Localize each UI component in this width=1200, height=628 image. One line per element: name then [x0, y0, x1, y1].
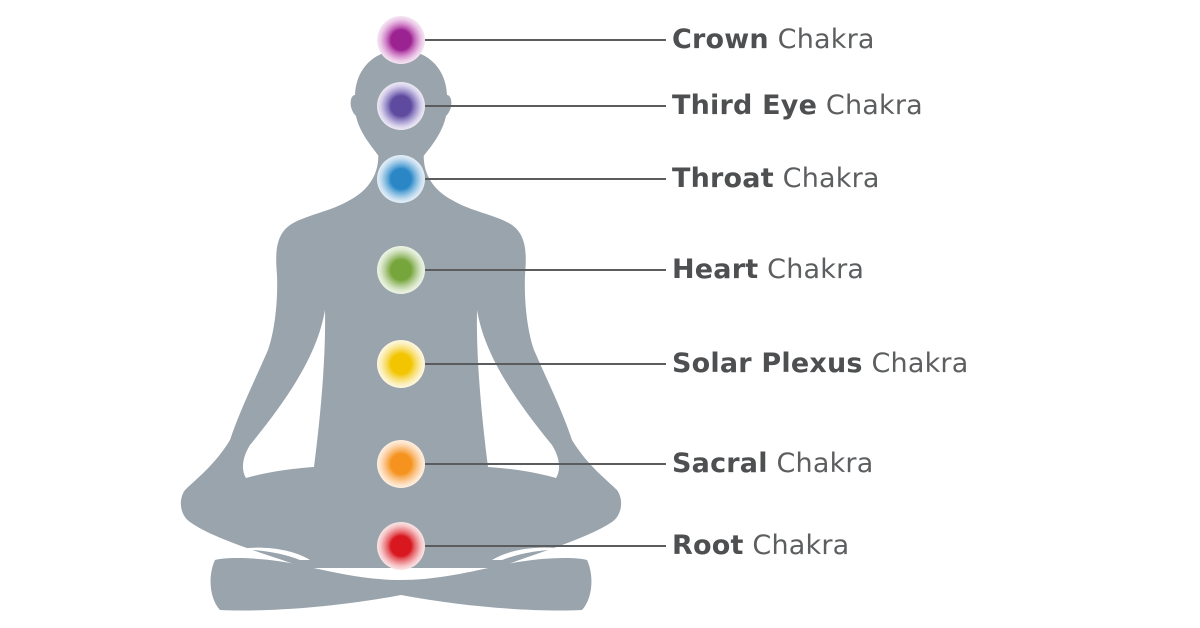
chakra-name: Crown [672, 24, 769, 55]
sacral-chakra-icon [377, 440, 425, 488]
chakra-suffix: Chakra [871, 348, 969, 379]
chakra-suffix: Chakra [825, 90, 923, 121]
chakra-name: Sacral [672, 448, 768, 479]
chakra-markers [377, 16, 425, 570]
chakra-name: Solar Plexus [672, 348, 863, 379]
chakra-suffix: Chakra [767, 254, 865, 285]
crown-chakra-icon [377, 16, 425, 64]
chakra-suffix: Chakra [782, 163, 880, 194]
solar-plexus-chakra-icon [377, 340, 425, 388]
chakra-name: Third Eye [672, 90, 818, 121]
silhouette-cutouts [230, 310, 572, 560]
chakra-suffix: Chakra [752, 530, 850, 561]
throat-chakra-icon [377, 155, 425, 203]
chakra-suffix: Chakra [777, 24, 875, 55]
chakra-name: Root [672, 530, 744, 561]
label-solar-plexus-chakra: Solar Plexus Chakra [672, 349, 968, 379]
chakra-name: Throat [672, 163, 774, 194]
label-heart-chakra: Heart Chakra [672, 255, 864, 285]
label-third-eye-chakra: Third Eye Chakra [672, 91, 923, 121]
label-root-chakra: Root Chakra [672, 531, 849, 561]
chakra-suffix: Chakra [776, 448, 874, 479]
third-eye-chakra-icon [377, 82, 425, 130]
heart-chakra-icon [377, 246, 425, 294]
chakra-name: Heart [672, 254, 759, 285]
label-throat-chakra: Throat Chakra [672, 164, 880, 194]
label-sacral-chakra: Sacral Chakra [672, 449, 873, 479]
leader-lines [425, 39, 666, 547]
root-chakra-icon [377, 522, 425, 570]
label-crown-chakra: Crown Chakra [672, 25, 875, 55]
